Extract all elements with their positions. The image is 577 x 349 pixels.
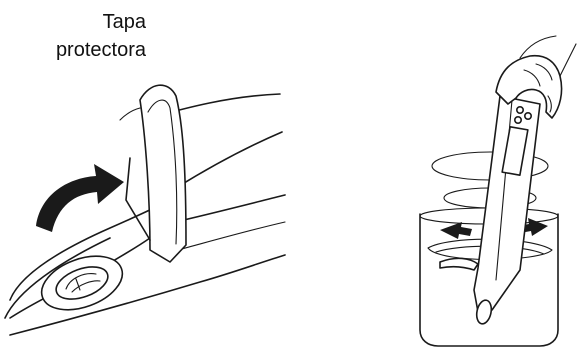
meter-button-2: [525, 113, 531, 119]
meter-button-1: [517, 107, 523, 113]
meter-body-inner-line: [178, 222, 285, 250]
right-meter-figure: [420, 36, 576, 346]
left-meter-figure: [5, 85, 285, 335]
swirl-arrow-icon-left: [440, 222, 472, 239]
stirred-meter-body: [474, 96, 540, 312]
meter-button-3: [515, 117, 521, 123]
curved-arrow-icon: [36, 164, 124, 232]
stirred-meter-cap: [440, 258, 478, 270]
protective-cap-back: [120, 108, 140, 120]
meter-body-upper-edge: [176, 132, 282, 188]
meter-body-lower-edge: [175, 195, 285, 222]
